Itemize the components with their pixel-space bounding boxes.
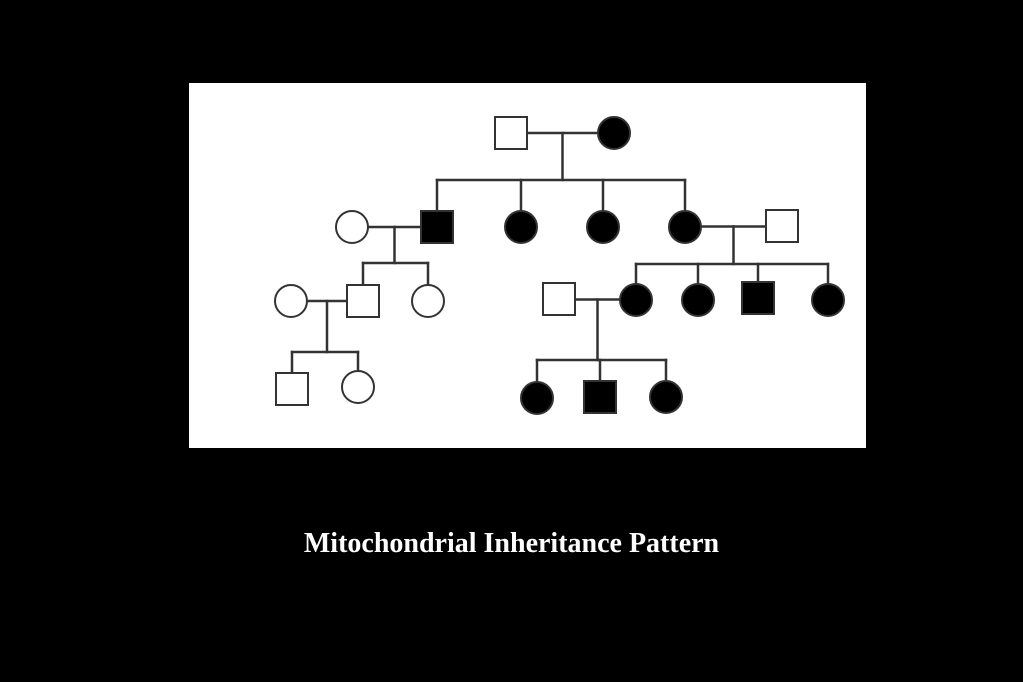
unaffected-male-square-iv-1 (275, 372, 309, 406)
pedigree-lines (290, 131, 830, 384)
slide-caption: Mitochondrial Inheritance Pattern (303, 528, 720, 559)
affected-female-circle-ii-3 (504, 210, 538, 244)
pedigree-chart (274, 116, 845, 415)
affected-female-circle-iv-3 (520, 381, 554, 415)
unaffected-female-circle-iv-2 (341, 370, 375, 404)
affected-female-circle-ii-4 (586, 210, 620, 244)
affected-male-square-ii-2 (420, 210, 454, 244)
unaffected-female-circle-iii-3 (411, 284, 445, 318)
pedigree-panel (189, 83, 866, 448)
unaffected-male-square-iii-2 (346, 284, 380, 318)
affected-female-circle-iii-5 (619, 283, 653, 317)
affected-female-circle-iii-6 (681, 283, 715, 317)
pedigree-individuals (274, 116, 845, 415)
unaffected-female-circle-ii-1 (335, 210, 369, 244)
unaffected-male-square-i-1 (494, 116, 528, 150)
unaffected-female-circle-iii-1 (274, 284, 308, 318)
affected-male-square-iii-7 (741, 281, 775, 315)
affected-male-square-iv-4 (583, 380, 617, 414)
affected-female-circle-iv-5 (649, 380, 683, 414)
affected-female-circle-ii-5 (668, 210, 702, 244)
affected-female-circle-iii-8 (811, 283, 845, 317)
affected-female-circle-i-2 (597, 116, 631, 150)
unaffected-male-square-iii-4 (542, 282, 576, 316)
unaffected-male-square-ii-6 (765, 209, 799, 243)
